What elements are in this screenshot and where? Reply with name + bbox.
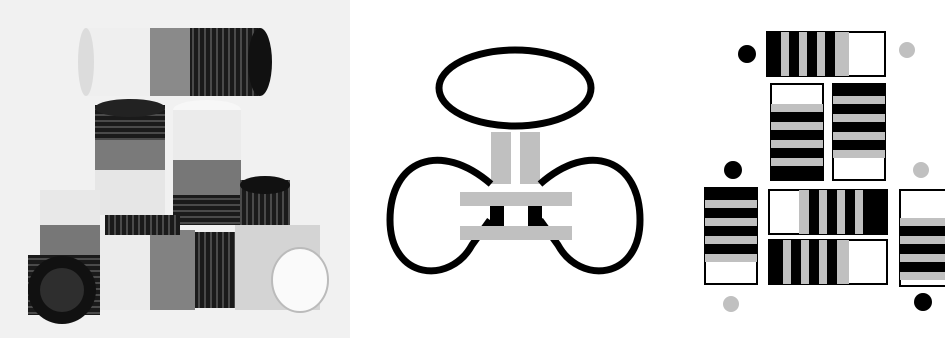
tube-center-vertical bbox=[173, 100, 241, 225]
tube-stack-photo bbox=[0, 0, 350, 338]
dot-gray-top-right bbox=[899, 42, 915, 58]
horizontal-bar-upper bbox=[460, 192, 572, 206]
connector-left bbox=[490, 206, 504, 226]
dot-gray-bottom-left bbox=[723, 296, 739, 312]
horizontal-bar-lower bbox=[460, 226, 572, 240]
stripe-tile-pattern bbox=[695, 0, 945, 338]
tile-middle-lower bbox=[769, 240, 887, 284]
tile-left bbox=[705, 188, 757, 284]
dot-black-mid-left bbox=[724, 161, 742, 179]
dot-black-bottom-right bbox=[914, 293, 932, 311]
top-ring bbox=[439, 50, 591, 126]
left-lobe bbox=[390, 160, 491, 271]
tube-left-vertical bbox=[95, 99, 165, 215]
tile-vertical-2 bbox=[833, 84, 885, 180]
right-lobe bbox=[540, 160, 640, 271]
tile-right bbox=[900, 190, 945, 286]
loop-diagram bbox=[380, 0, 650, 338]
tile-middle-upper bbox=[769, 190, 887, 234]
topology-diagram bbox=[380, 0, 650, 338]
tile-vertical-1 bbox=[771, 84, 823, 180]
tile-grid bbox=[695, 0, 945, 338]
tube-top bbox=[78, 28, 272, 96]
tile-top bbox=[767, 32, 885, 76]
vertical-bar-right bbox=[520, 132, 540, 184]
connector-right bbox=[528, 206, 542, 226]
vertical-bar-left bbox=[491, 132, 511, 184]
dot-gray-mid-right bbox=[913, 162, 929, 178]
tube-stack-illustration bbox=[0, 0, 350, 338]
dot-black-top-left bbox=[738, 45, 756, 63]
